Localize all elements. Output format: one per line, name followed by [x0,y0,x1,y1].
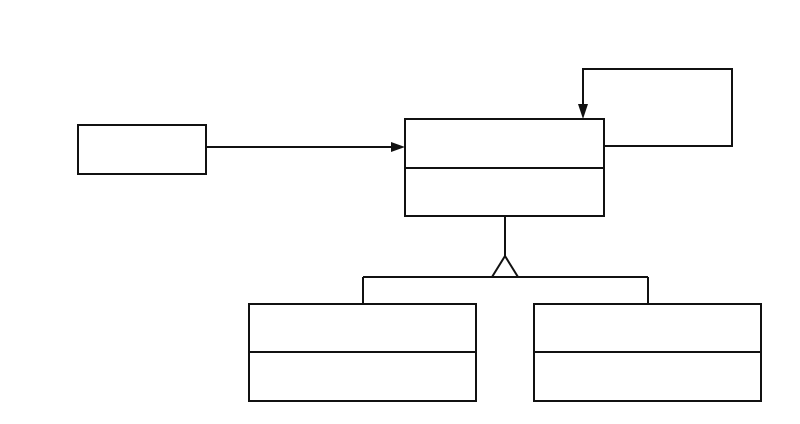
component-class [404,118,605,217]
right-subclass [533,303,762,402]
left-subclass [248,303,477,402]
decorator-association-arrowhead [578,104,588,119]
client-association-arrowhead [391,142,405,152]
generalization-triangle [490,254,520,278]
client-class-box [77,124,207,175]
decorator-association-line [582,68,733,147]
